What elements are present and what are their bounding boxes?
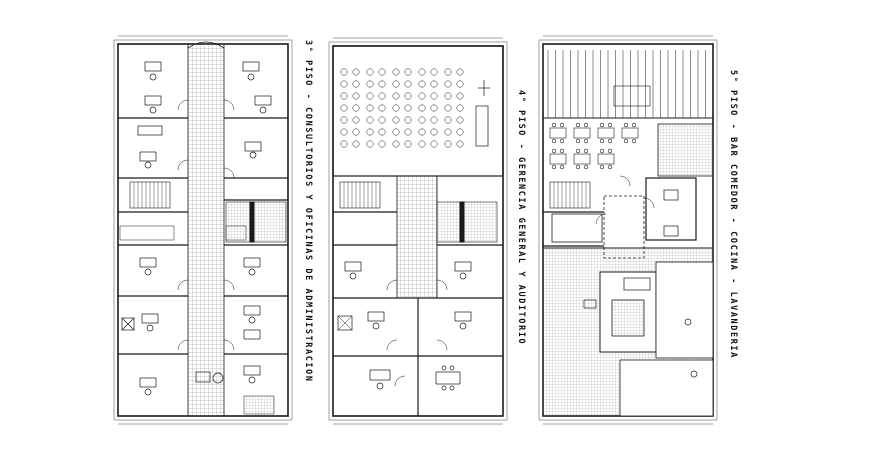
auditorium-seats xyxy=(340,68,464,148)
dining-tables xyxy=(549,122,639,170)
plan-fourth-floor xyxy=(328,37,508,425)
restroom xyxy=(225,201,287,243)
pergola xyxy=(543,50,713,119)
floor-title-4: 4° PISO - GERENCIA GENERAL Y AUDITORIO xyxy=(516,90,526,346)
corridor xyxy=(396,175,438,299)
floor-title-3: 3° PISO - CONSULTORIOS Y OFICINAS DE ADM… xyxy=(303,40,313,383)
central-corridor xyxy=(187,43,225,417)
auditorium xyxy=(332,45,504,177)
floor-title-5: 5° PISO - BAR COMEDOR - COCINA - LAVANDE… xyxy=(728,70,738,359)
plan-fifth-floor xyxy=(538,35,718,425)
plan-third-floor xyxy=(113,35,293,425)
